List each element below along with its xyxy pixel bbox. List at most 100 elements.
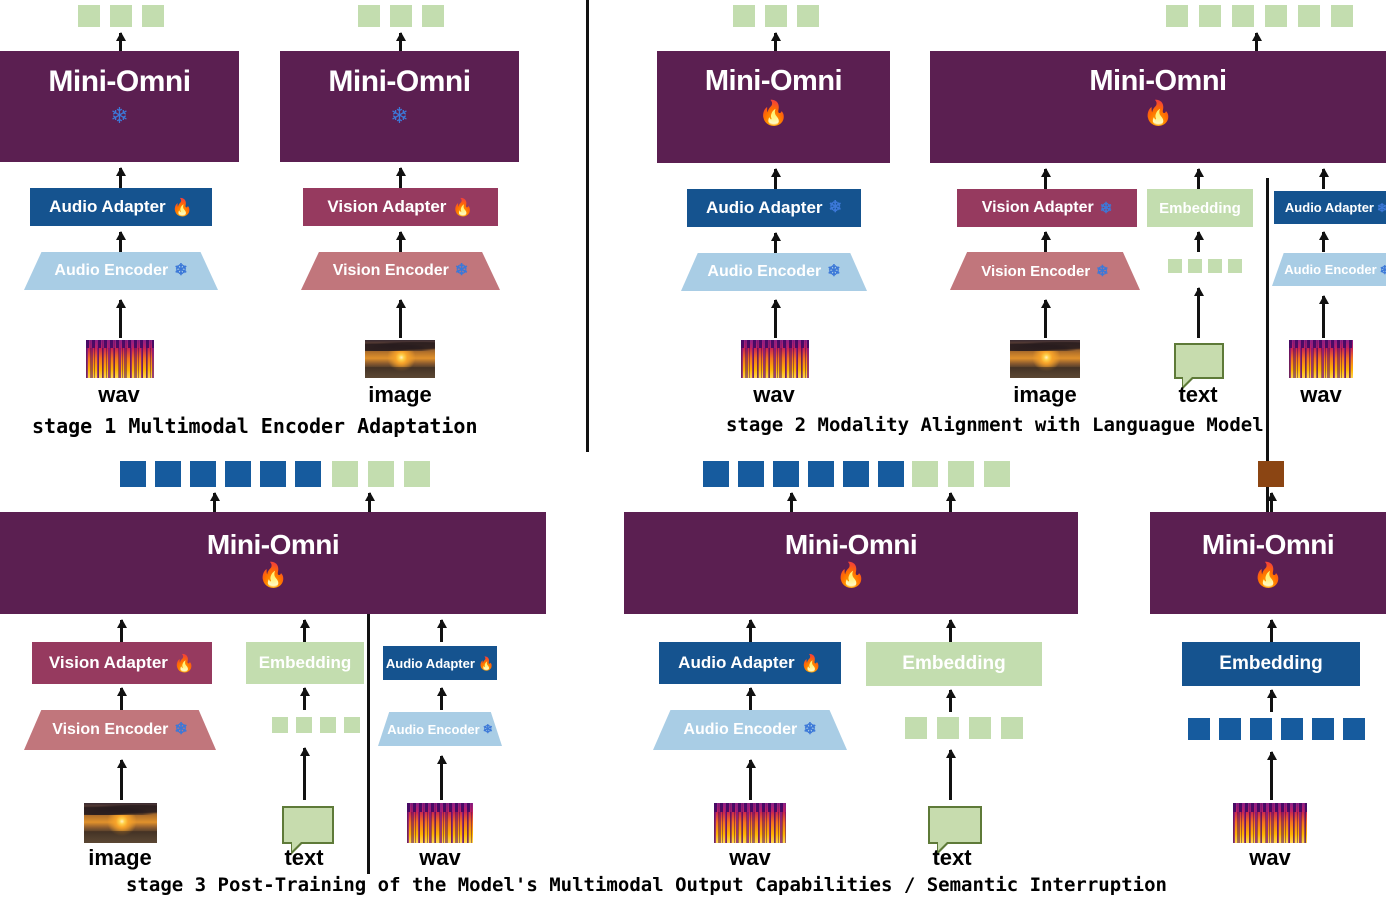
arrow-up: [303, 748, 306, 800]
arrow-up: [368, 493, 371, 512]
stage2-interrupt-audio-encoder[interactable]: Audio Encoder ❄: [1272, 253, 1386, 286]
stage2-text-embedding[interactable]: Embedding: [1147, 189, 1253, 227]
token-green: [797, 5, 819, 27]
model-title: Mini-Omni: [48, 65, 191, 98]
arrow-up: [399, 300, 402, 338]
arrow-up: [949, 750, 952, 800]
token-green: [296, 717, 312, 733]
arrow-up: [790, 493, 793, 512]
wav-spectrogram-thumbnail: [1233, 803, 1307, 843]
stage3-panel1-audio-encoder[interactable]: Audio Encoder ❄: [378, 712, 502, 746]
arrow-up: [119, 168, 122, 188]
arrow-up: [1322, 296, 1325, 338]
audio-encoder-label: Audio Encoder: [1284, 262, 1377, 277]
token-blue: [190, 461, 216, 487]
stage-1-caption: stage 1 Multimodal Encoder Adaptation: [32, 414, 478, 438]
model-title: Mini-Omni: [328, 65, 471, 98]
audio-adapter-label: Audio Adapter: [678, 653, 795, 672]
token-green: [332, 461, 358, 487]
arrow-up: [303, 688, 306, 710]
input-label-wav: wav: [729, 845, 771, 870]
arrow-up: [774, 33, 777, 51]
stage2-audio-adapter[interactable]: Audio Adapter ❄: [687, 189, 861, 227]
model-title: Mini-Omni: [206, 529, 340, 560]
stage3-panel2-text-token-strip: [905, 717, 1023, 739]
stage2-audio-mini-omni-block[interactable]: Mini-Omni 🔥: [657, 51, 890, 163]
arrow-up: [119, 232, 122, 252]
stage1-vision-mini-omni-block[interactable]: Mini-Omni ❄: [280, 51, 519, 162]
input-label-image: image: [88, 845, 152, 870]
stage3-panel1-vision-adapter[interactable]: Vision Adapter 🔥: [32, 642, 212, 684]
snowflake-icon: ❄: [827, 263, 841, 280]
stage1-audio-mini-omni-block[interactable]: Mini-Omni ❄: [0, 51, 239, 162]
token-blue: [120, 461, 146, 487]
model-title: Mini-Omni: [704, 65, 843, 97]
token-green: [358, 5, 380, 27]
token-green: [937, 717, 959, 739]
stage-3-caption: stage 3 Post-Training of the Model's Mul…: [126, 874, 1167, 896]
model-title: Mini-Omni: [784, 529, 918, 560]
arrow-up: [749, 620, 752, 642]
vision-adapter-label: Vision Adapter: [48, 653, 168, 672]
token-blue: [738, 461, 764, 487]
text-speech-bubble-icon: [282, 806, 334, 855]
model-title: Mini-Omni: [1201, 529, 1335, 560]
stage1-vision-output-tokens: [358, 5, 444, 27]
token-green: [110, 5, 132, 27]
stage3-panel2-audio-encoder[interactable]: Audio Encoder ❄: [653, 710, 847, 750]
arrow-up: [1270, 493, 1273, 512]
arrow-up: [949, 620, 952, 642]
audio-adapter-label: Audio Adapter: [49, 197, 166, 216]
stage1-audio-encoder[interactable]: Audio Encoder ❄: [24, 252, 218, 290]
stage1-vision-adapter[interactable]: Vision Adapter 🔥: [303, 188, 498, 226]
arrow-up: [1197, 169, 1200, 189]
wav-spectrogram-thumbnail: [714, 803, 786, 843]
token-green: [1208, 259, 1222, 273]
wav-spectrogram-thumbnail: [86, 340, 154, 378]
token-blue: [878, 461, 904, 487]
stage3-panel3-mini-omni-block[interactable]: Mini-Omni 🔥: [1150, 512, 1386, 614]
stage2-interrupt-audio-adapter[interactable]: Audio Adapter ❄: [1274, 191, 1386, 224]
stage2-vision-adapter[interactable]: Vision Adapter ❄: [957, 189, 1137, 227]
image-thumbnail: [365, 340, 435, 378]
arrow-up: [1322, 232, 1325, 252]
arrow-up: [303, 620, 306, 642]
token-green: [320, 717, 336, 733]
stage3-panel2-audio-adapter[interactable]: Audio Adapter 🔥: [659, 642, 841, 684]
token-blue: [703, 461, 729, 487]
token-green: [912, 461, 938, 487]
stage2-multimodal-mini-omni-block[interactable]: Mini-Omni 🔥: [930, 51, 1386, 163]
stage1-audio-adapter[interactable]: Audio Adapter 🔥: [30, 188, 212, 226]
audio-adapter-label: Audio Adapter: [706, 198, 823, 217]
stage3-panel2-text-tokens: [912, 461, 1010, 487]
arrow-up: [1197, 232, 1200, 252]
flame-icon: 🔥: [258, 562, 288, 589]
vision-encoder-label: Vision Encoder: [332, 262, 449, 279]
stage3-panel1-text-embedding[interactable]: Embedding: [246, 642, 364, 684]
input-label-image: image: [368, 382, 432, 407]
token-green: [948, 461, 974, 487]
flame-icon: 🔥: [1143, 100, 1173, 127]
stage1-vision-encoder[interactable]: Vision Encoder ❄: [301, 252, 500, 290]
arrow-up: [774, 300, 777, 338]
token-green: [1232, 5, 1254, 27]
token-blue: [843, 461, 869, 487]
snowflake-icon: ❄: [1096, 262, 1109, 280]
token-green: [905, 717, 927, 739]
arrow-up: [399, 33, 402, 51]
stage3-panel2-text-embedding[interactable]: Embedding: [866, 642, 1042, 686]
stage3-panel3-audio-embedding[interactable]: Embedding: [1182, 642, 1360, 686]
flame-icon: 🔥: [477, 655, 495, 671]
stage3-panel1-vision-encoder[interactable]: Vision Encoder ❄: [24, 710, 216, 750]
stage2-audio-encoder[interactable]: Audio Encoder ❄: [681, 253, 867, 291]
stage3-panel1-mini-omni-block[interactable]: Mini-Omni 🔥: [0, 512, 546, 614]
token-green: [1265, 5, 1287, 27]
stage3-panel1-audio-adapter[interactable]: Audio Adapter 🔥: [383, 646, 497, 680]
stage3-panel2-mini-omni-block[interactable]: Mini-Omni 🔥: [624, 512, 1078, 614]
token-green: [765, 5, 787, 27]
wav-spectrogram-thumbnail: [741, 340, 809, 378]
token-green: [984, 461, 1010, 487]
token-blue: [808, 461, 834, 487]
stage2-vision-encoder[interactable]: Vision Encoder ❄: [950, 252, 1140, 290]
